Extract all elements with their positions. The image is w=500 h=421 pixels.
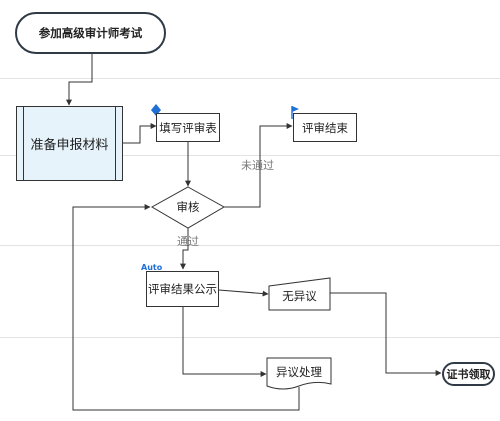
objection-document[interactable]: 异议处理 [267,361,331,383]
audit-diamond-shape [150,186,226,229]
edge-publicize-to-no-objection [218,289,269,297]
objection-shape [266,357,332,390]
edge-objection-loop-to-audit [72,204,300,411]
edge-publicize-to-objection [182,307,267,377]
auto-marker: Auto [141,263,163,272]
lane-divider [0,245,500,246]
edge-prepare-to-fill [122,123,157,144]
certificate-label: 证书领取 [446,368,491,381]
no-objection-input[interactable]: 无异议 [269,284,330,308]
fill-form-process[interactable]: 填写评审表 [156,113,220,142]
edge-no-objection-to-certificate [330,292,442,376]
edge-label-not-passed: 未通过 [241,159,274,172]
edge-label-passed: 通过 [177,235,199,248]
publicize-label: 评审结果公示 [148,282,217,296]
prepare-label: 准备申报材料 [30,138,109,153]
fill-form-label: 填写评审表 [159,120,217,135]
objection-label: 异议处理 [276,365,322,379]
no-objection-shape [268,277,331,311]
edge-start-to-prepare [66,52,93,106]
lane-divider [0,337,500,338]
start-terminal[interactable]: 参加高级审计师考试 [15,12,166,54]
review-end-process[interactable]: 评审结束 [293,113,357,142]
lane-divider [0,78,500,79]
certificate-terminal[interactable]: 证书领取 [442,362,495,386]
audit-decision[interactable]: 审核 [156,196,220,218]
publicize-process[interactable]: 评审结果公示 [146,271,219,307]
no-objection-label: 无异议 [282,289,317,303]
edge-audit-to-publicize [180,228,189,270]
start-label: 参加高级审计师考试 [38,26,143,40]
subprocess-bar-right [115,107,116,180]
lane-divider [0,155,500,156]
edge-audit-to-review-end [224,123,293,208]
audit-label: 审核 [176,200,200,214]
prepare-subprocess[interactable]: 准备申报材料 [16,106,123,181]
flag-icon [291,106,299,119]
subprocess-bar-left [23,107,24,180]
review-end-label: 评审结束 [302,120,348,135]
